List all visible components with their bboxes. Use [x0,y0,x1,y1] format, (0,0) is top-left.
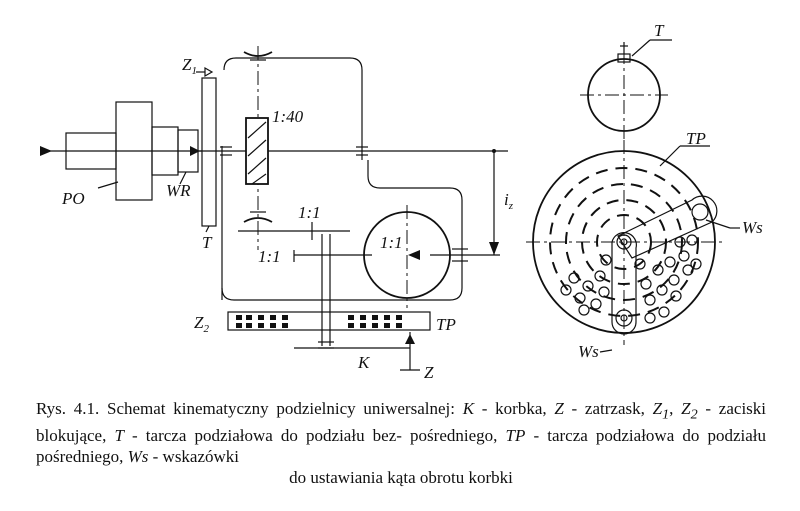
label-ws-right: Ws [742,218,763,237]
spindle-assembly [40,66,508,233]
dial-t [580,39,672,140]
label-k: K [357,353,371,372]
housing-frame [220,57,463,301]
center-gear [363,205,500,308]
label-t-left: T [202,233,213,252]
label-tp-left: TP [436,315,456,334]
label-z: Z [424,363,434,382]
ratio-iz-dimension [489,149,499,255]
label-z2: Z2 [194,313,209,335]
worm-gear-1-40 [243,46,273,250]
label-ratio-1-40: 1:40 [272,107,304,126]
label-ws-bottom: Ws [578,342,599,361]
label-po: PO [61,189,85,208]
label-ratio-1-1-center: 1:1 [380,233,403,252]
label-wr: WR [166,181,191,200]
dividing-plate-tp [526,140,740,353]
label-t-right: T [654,21,665,40]
label-tp-right: TP [686,129,706,148]
kinematic-scheme: Z1 1:40 PO WR T 1:1 1:1 1:1 iz Z2 TP K Z… [40,21,763,382]
bevel-gear-train [238,222,410,349]
label-ratio-1-1-left: 1:1 [258,247,281,266]
label-z1: Z1 [182,55,197,77]
figure-caption: Rys. 4.1. Schemat kinematyczny podzielni… [36,399,767,488]
label-ratio-1-1-top: 1:1 [298,203,321,222]
direct-dividing-plate [201,77,217,227]
label-iz: iz [504,190,514,212]
indirect-dividing-plate-left [227,311,431,371]
